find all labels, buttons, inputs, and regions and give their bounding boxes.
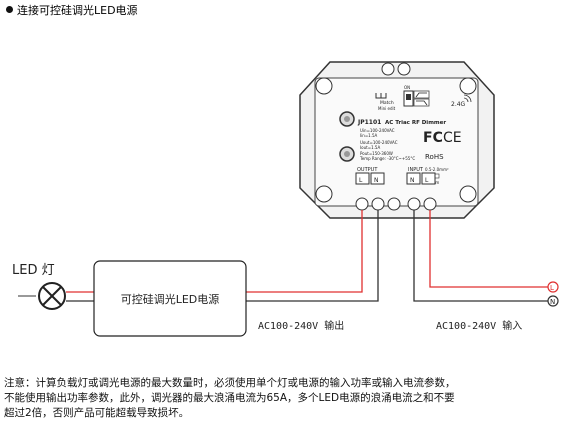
dip-switch-knob: [406, 94, 411, 100]
freq-label: 2.4G: [451, 101, 466, 108]
rohs-mark: RoHS: [425, 153, 444, 161]
output-live-wire: [242, 210, 363, 293]
wireless-icon: [463, 94, 472, 103]
input-ac-label: AC100-240V 输入: [436, 319, 522, 332]
input-l-box: [421, 172, 436, 185]
spec-3: Iout=1.5A: [360, 145, 380, 150]
input-neutral-wire: [413, 210, 548, 302]
output-block-label: OUTPUT: [357, 167, 378, 173]
dimmer-device: Match Mini edit ON 2.4G JP1101 AC Triac …: [299, 61, 495, 219]
input-n-box: [406, 172, 421, 185]
live-terminal-icon: [547, 281, 559, 293]
input-block-label: INPUT: [408, 167, 424, 173]
bullet-icon: [6, 6, 13, 13]
terminal-screw-3: [387, 197, 401, 211]
output-l-label: L: [359, 177, 363, 184]
terminal-screw-4: [407, 197, 421, 211]
input-n-label: N: [410, 177, 415, 184]
knob-center-upper: [344, 116, 350, 122]
mount-hole-top-left: [381, 62, 395, 76]
input-l-label: L: [425, 177, 429, 184]
note-line-1: 注意：计算负载灯或调光电源的最大数量时，必须使用单个灯或电源的输入功率或输入电流…: [4, 377, 456, 389]
ce-mark: CE: [443, 130, 462, 146]
terminal-screw-5: [423, 197, 437, 211]
output-ac-label: AC100-240V 输出: [258, 319, 344, 332]
note-block: 注意：计算负载灯或调光电源的最大数量时，必须使用单个灯或电源的输入功率或输入电流…: [4, 376, 562, 421]
mini-edit-label: Mini edit: [378, 106, 396, 111]
led-driver-box: [93, 260, 247, 337]
led-driver-label: 可控硅调光LED电源: [121, 292, 220, 306]
device-name: AC Triac RF Dimmer: [385, 120, 446, 126]
knob-center-lower: [344, 151, 350, 157]
device-model: JP1101: [357, 119, 381, 126]
mount-hole-ul: [315, 77, 333, 95]
spec-2: Uout=100-240VAC: [360, 140, 398, 145]
fc-mark: FC: [423, 130, 443, 146]
spec-1: Iin=1.5A: [360, 133, 378, 138]
leading-edge-icon: [413, 90, 430, 99]
match-button-icon: [375, 93, 387, 99]
mount-hole-top-right: [397, 62, 411, 76]
note-line-2: 不能使用输出功率参数，此外，调光器的最大浪涌电流为65A，多个LED电源的浪涌电…: [4, 392, 455, 404]
note-line-3: 超过2倍，否则产品可能超载导致损坏。: [4, 407, 190, 419]
terminal-screw-2: [371, 197, 385, 211]
lamp-icon: [18, 282, 66, 310]
heading-text: 连接可控硅调光LED电源: [17, 4, 138, 17]
neutral-terminal-icon: [547, 295, 559, 307]
spec-0: Uin=100-240VAC: [360, 128, 395, 133]
output-neutral-wire: [242, 210, 379, 302]
spec-5: Temp Range: -30°C~+55°C: [359, 156, 415, 161]
dip-on-label: ON: [404, 85, 410, 90]
live-terminal-label: L: [550, 284, 554, 292]
spec-4: Pout=150-360W: [360, 151, 393, 156]
lamp-label: LED 灯: [12, 263, 55, 278]
output-n-box: [370, 172, 385, 185]
mount-hole-ll: [315, 185, 333, 203]
heading: 连接可控硅调光LED电源: [6, 4, 138, 18]
trailing-edge-icon: [413, 98, 430, 107]
lamp-cross-b: [42, 286, 62, 306]
input-live-wire: [429, 210, 548, 288]
wire-spec-1: 0.5-2.0mm²: [425, 167, 449, 172]
neutral-terminal-label: N: [550, 298, 555, 306]
waveform-b: [416, 100, 428, 106]
mount-hole-ur: [459, 77, 477, 95]
mount-hole-lr: [459, 185, 477, 203]
output-n-label: N: [374, 177, 379, 184]
match-label: Match: [380, 100, 394, 106]
waveform-a: [415, 92, 427, 98]
output-l-box: [355, 172, 370, 185]
terminal-screw-1: [355, 197, 369, 211]
